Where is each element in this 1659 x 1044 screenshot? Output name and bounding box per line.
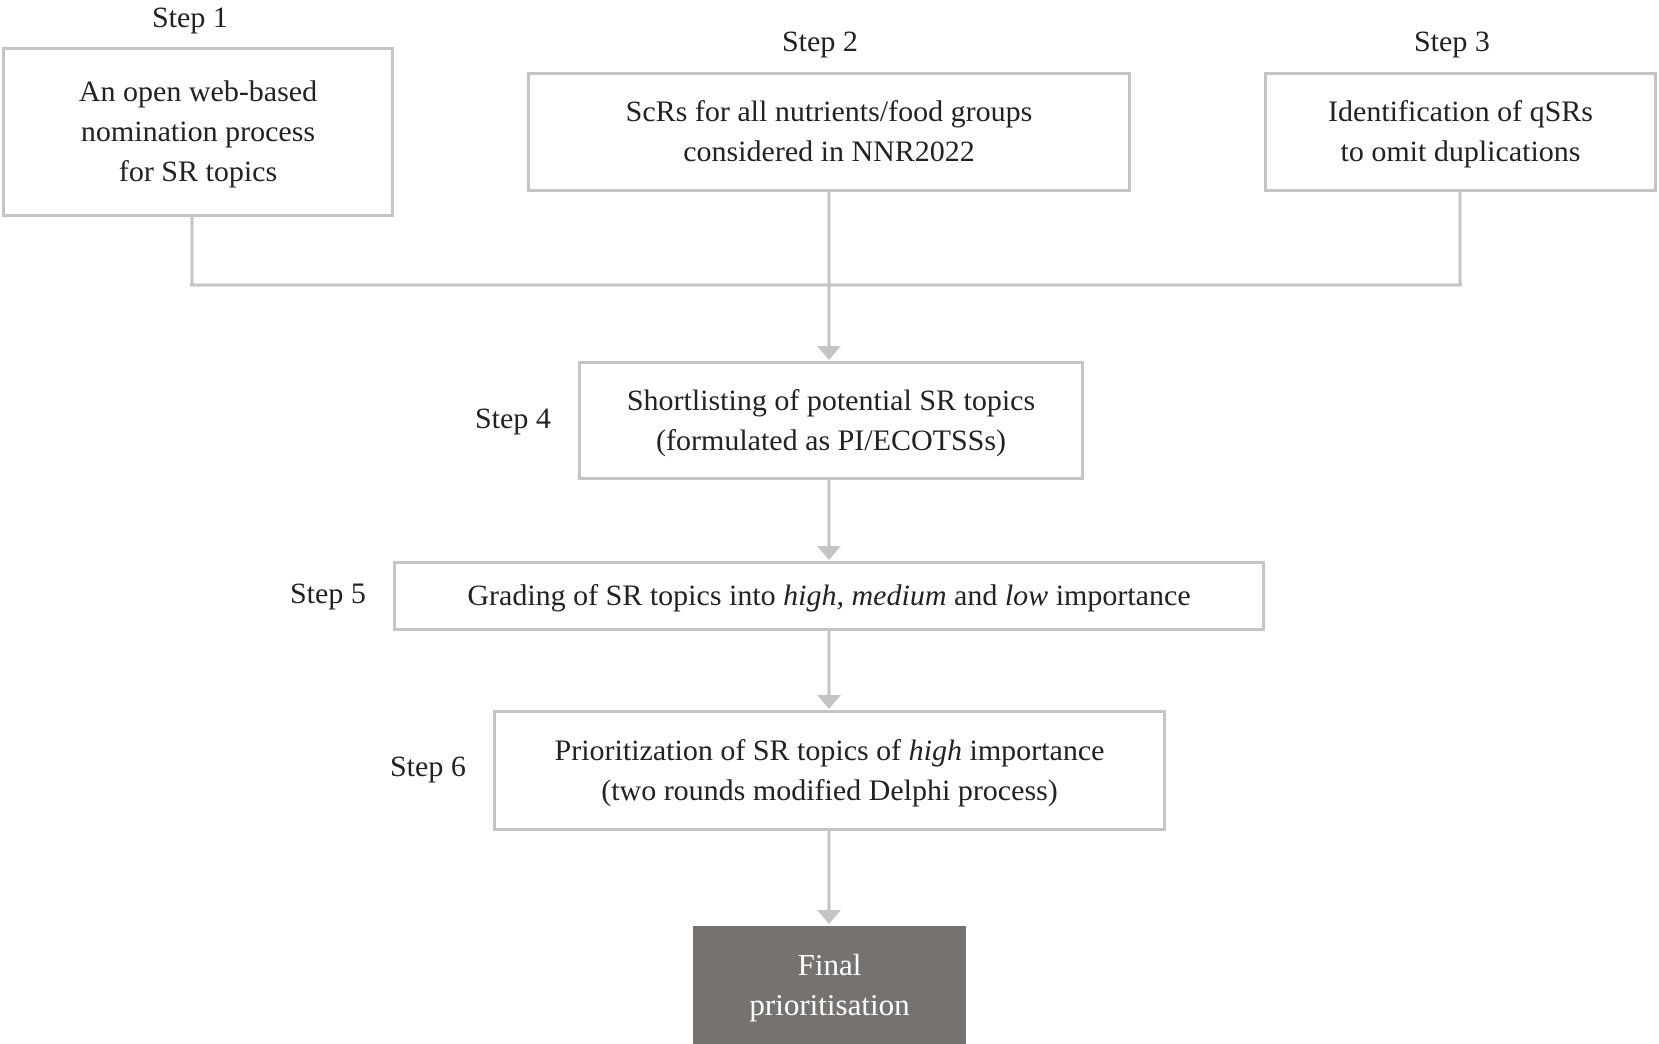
step6-text-line: Prioritization of SR topics of high impo… — [555, 731, 1105, 771]
step2-text-line: ScRs for all nutrients/food groups — [625, 95, 1033, 128]
final-box: Final prioritisation — [693, 926, 966, 1044]
step2-text-line: considered in NNR2022 — [683, 135, 975, 168]
step4-text-line: Shortlisting of potential SR topics — [626, 383, 1036, 417]
arrowhead-to-step6 — [817, 695, 841, 709]
step5-label: Step 5 — [290, 577, 366, 610]
step3-box: Identification of qSRs to omit duplicati… — [1264, 72, 1657, 192]
step5-text-emphasis: low — [1004, 579, 1049, 612]
step3-label: Step 3 — [1414, 25, 1490, 58]
arrowhead-to-final — [817, 910, 841, 924]
step2-label: Step 2 — [782, 25, 858, 58]
step1-box: An open web-based nomination process for… — [2, 47, 394, 217]
step6-text-part: Prioritization of SR topics of — [554, 733, 909, 767]
step1-label: Step 1 — [152, 1, 228, 34]
step1-text-line: nomination process — [80, 115, 316, 148]
arrowhead-to-step4 — [817, 346, 841, 360]
final-text-line: prioritisation — [749, 987, 910, 1022]
step6-box: Prioritization of SR topics of high impo… — [493, 710, 1166, 831]
step5-text: Grading of SR topics into high, medium a… — [467, 576, 1190, 616]
step3-text-line: Identification of qSRs — [1328, 95, 1593, 128]
step5-box: Grading of SR topics into high, medium a… — [393, 561, 1265, 631]
step5-text-part: Grading of SR topics into — [467, 579, 784, 612]
step2-box: ScRs for all nutrients/food groups consi… — [527, 72, 1131, 192]
step5-text-emphasis: high, medium — [783, 579, 947, 612]
step5-text-part: importance — [1048, 579, 1191, 612]
step6-label: Step 6 — [390, 750, 466, 783]
step4-box: Shortlisting of potential SR topics (for… — [578, 361, 1084, 480]
step4-label: Step 4 — [475, 402, 551, 435]
step5-text-part: and — [946, 579, 1005, 612]
final-text-line: Final — [797, 947, 862, 982]
step1-text-line: An open web-based — [78, 75, 318, 108]
step4-text-line: (formulated as PI/ECOTSSs) — [656, 423, 1006, 457]
step3-text-line: to omit duplications — [1340, 135, 1581, 168]
step6-text-emphasis: high — [908, 733, 963, 767]
arrowhead-to-step5 — [817, 546, 841, 560]
step6-text-line: (two rounds modified Delphi process) — [601, 773, 1058, 807]
step6-text-part: importance — [962, 733, 1105, 767]
step1-text-line: for SR topics — [118, 155, 278, 188]
